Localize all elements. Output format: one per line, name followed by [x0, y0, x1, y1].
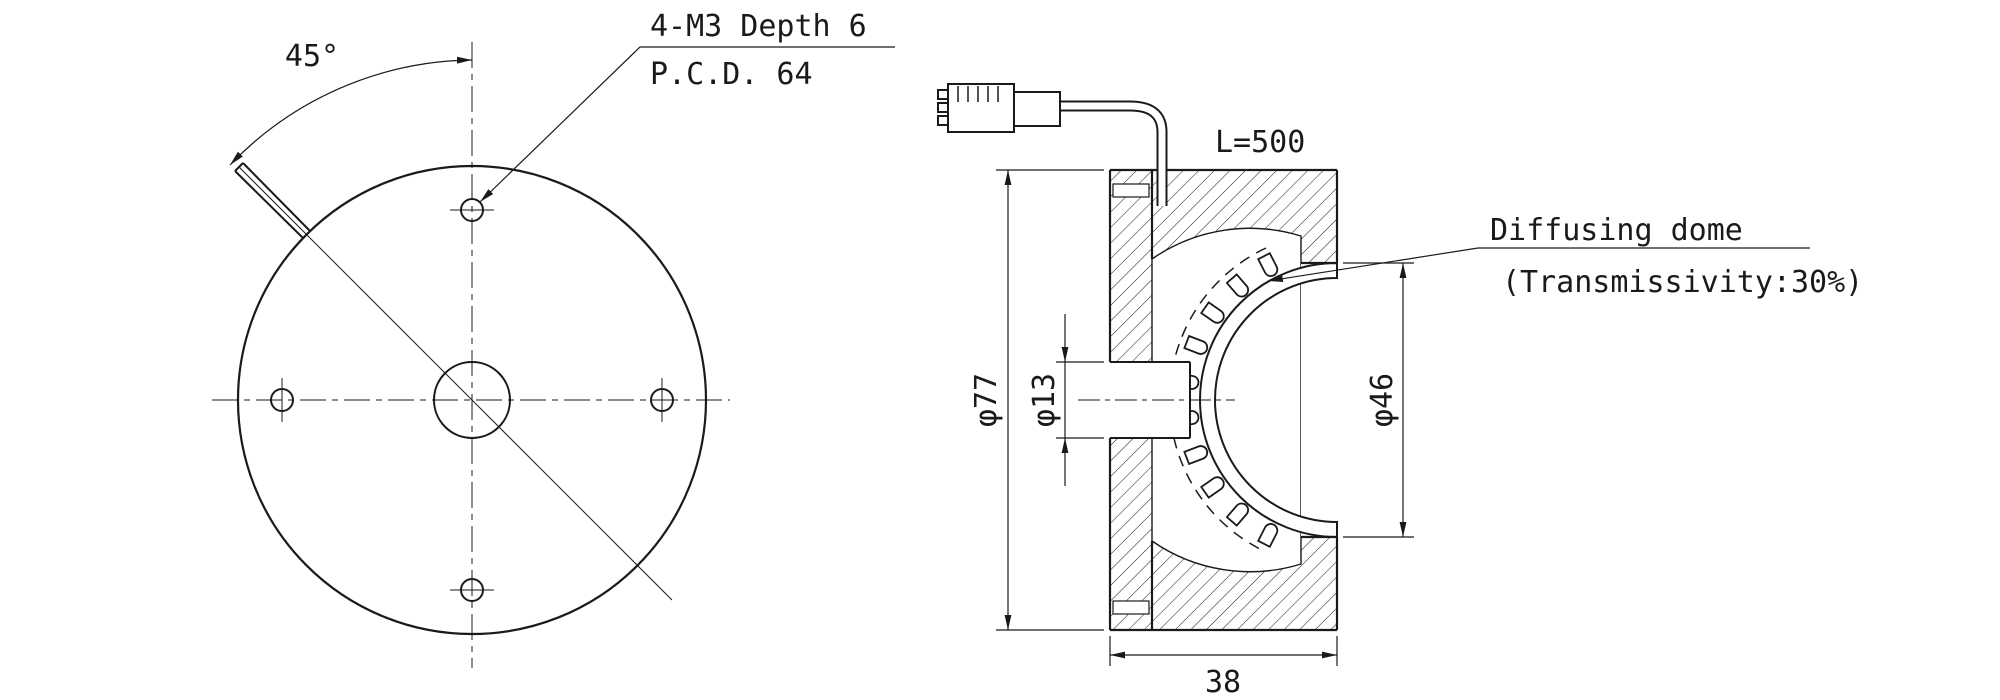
dim-label-depth-38: 38 — [1205, 665, 1241, 700]
dim-label-phi13: φ13 — [1027, 373, 1062, 427]
angle-label: 45° — [285, 39, 339, 74]
hole-callout-leader — [479, 46, 895, 203]
dome-callout-line1: Diffusing dome — [1490, 213, 1743, 248]
dome-callout-line2: (Transmissivity:30%) — [1502, 265, 1863, 300]
plate-slot-bottom — [1112, 600, 1150, 615]
led-symbol — [1225, 273, 1249, 298]
cable-length-label: L=500 — [1215, 125, 1305, 160]
section-line-45deg — [238, 166, 673, 601]
hole-callout-line1: 4-M3 Depth 6 — [650, 9, 867, 44]
dim-label-phi77: φ77 — [969, 373, 1004, 427]
dimension-phi13 — [1056, 314, 1104, 486]
connector-plug — [937, 83, 1061, 133]
housing-outline — [1108, 168, 1339, 632]
front-view — [212, 42, 895, 668]
led-symbol — [1183, 334, 1209, 355]
led-symbol — [1200, 301, 1225, 324]
led-symbol — [1257, 523, 1279, 548]
dimension-phi46 — [1343, 262, 1414, 538]
led-board-dashed-arc — [1168, 247, 1267, 553]
outer-circle — [236, 164, 708, 636]
led-symbol — [1225, 502, 1249, 527]
cable — [1060, 100, 1168, 206]
dimension-depth-38 — [1109, 636, 1338, 666]
angle-dimension-arc — [229, 56, 473, 166]
plate-slot-top — [1112, 183, 1150, 198]
dome-callout-leader — [1267, 247, 1810, 283]
section-view — [937, 83, 1810, 666]
led-symbol — [1183, 445, 1209, 466]
center-hole — [433, 361, 511, 439]
aperture-opening — [1301, 263, 1349, 537]
hole-callout-line2: P.C.D. 64 — [650, 57, 813, 92]
dim-label-phi46: φ46 — [1365, 373, 1400, 427]
led-symbol — [1200, 476, 1225, 499]
dimension-phi77 — [996, 169, 1104, 631]
